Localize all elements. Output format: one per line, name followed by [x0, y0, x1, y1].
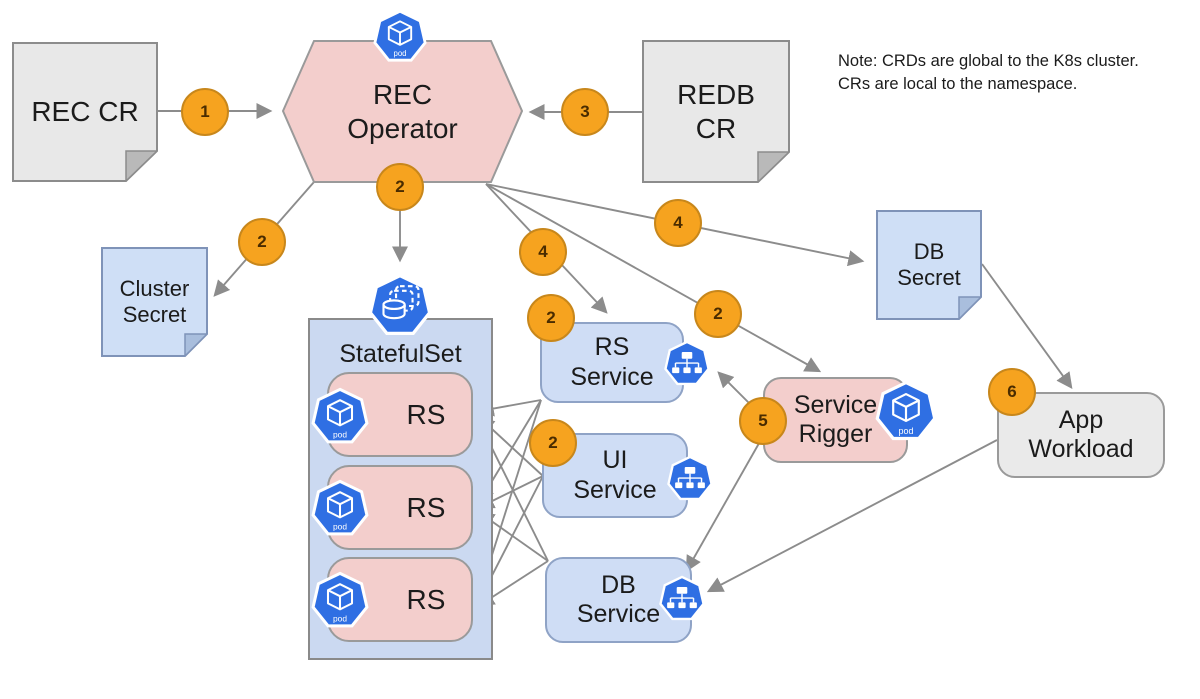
ui-service-label-1: UI [602, 446, 628, 474]
badge-step-2-statefulset: 2 [376, 163, 424, 211]
db-secret-node: DB Secret [876, 210, 982, 320]
app-workload-label-1: App [1058, 405, 1104, 434]
pod-icon-label: pod [333, 429, 347, 439]
rs-pod-3-pod-icon: pod [310, 571, 370, 631]
cluster-secret-label-2: Secret [122, 302, 187, 327]
statefulset-icon [367, 273, 433, 339]
redb-cr-node: REDB CR [642, 40, 790, 183]
service-rigger-label-2: Rigger [798, 420, 873, 448]
rs-service-icon [663, 340, 711, 388]
rec-cr-label: REC CR [31, 96, 139, 128]
badge-step-2-ui-service: 2 [529, 419, 577, 467]
rec-operator-node: REC Operator [282, 40, 523, 183]
statefulset-label: StatefulSet [339, 340, 462, 368]
note-line-1: Note: CRDs are global to the K8s cluster… [838, 52, 1139, 70]
rec-operator-label-2: Operator [347, 112, 458, 144]
app-workload-node: App Workload [997, 392, 1165, 478]
rs-pod-1-pod-icon: pod [310, 387, 370, 447]
badge-step-5: 5 [739, 397, 787, 445]
rs-pod-2-pod-icon: pod [310, 479, 370, 539]
db-service-label-1: DB [601, 570, 636, 599]
redb-cr-label-2: CR [695, 112, 737, 144]
badge-step-1: 1 [181, 88, 229, 136]
cluster-secret-label-1: Cluster [119, 276, 190, 302]
pod-icon-label: pod [333, 521, 347, 531]
rs-pod-1-label: RS [406, 398, 446, 430]
badge-step-2-service-rigger: 2 [694, 290, 742, 338]
db-secret-label-2: Secret [897, 265, 961, 290]
cluster-secret-node: Cluster Secret [101, 247, 208, 357]
badge-step-6: 6 [988, 368, 1036, 416]
badge-step-4-rs-service: 4 [519, 228, 567, 276]
badge-step-4-db-secret: 4 [654, 199, 702, 247]
rec-cr-node: REC CR [12, 42, 158, 182]
service-rigger-label-1: Service [793, 390, 878, 419]
db-service-label-2: Service [576, 600, 661, 628]
app-workload-label-2: Workload [1028, 435, 1134, 463]
note-line-2: CRs are local to the namespace. [838, 74, 1078, 93]
db-service-icon [658, 575, 706, 623]
badge-step-2-rs-service: 2 [527, 294, 575, 342]
service-rigger-node: Service Rigger [763, 377, 908, 463]
rs-service-label-1: RS [594, 333, 630, 361]
pod-icon-label: pod [899, 426, 914, 436]
rec-operator-label-1: REC [372, 79, 433, 111]
operator-pod-icon: pod [372, 9, 428, 65]
rs-pod-3-label: RS [406, 583, 446, 615]
note-text: Note: CRDs are global to the K8s cluster… [838, 50, 1198, 96]
badge-step-2-cluster-secret: 2 [238, 218, 286, 266]
pod-icon-label: pod [393, 49, 406, 58]
badge-step-3: 3 [561, 88, 609, 136]
redb-cr-label-1: REDB [677, 79, 755, 111]
rs-service-label-2: Service [570, 362, 654, 391]
rs-pod-2-label: RS [406, 491, 446, 523]
rigger-pod-icon: pod [874, 380, 938, 444]
db-secret-label-1: DB [913, 239, 945, 265]
pod-icon-label: pod [333, 613, 347, 623]
ui-service-label-2: Service [573, 475, 657, 504]
ui-service-icon [666, 455, 714, 503]
